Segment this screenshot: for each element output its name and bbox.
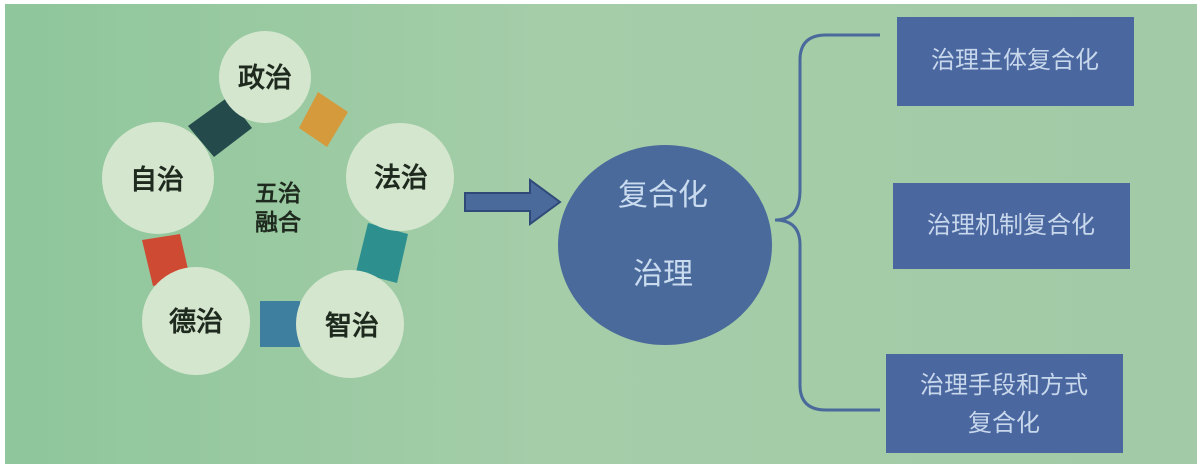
box-mechanism-label: 治理机制复合化: [927, 211, 1095, 239]
pentagon-labels: 政治 法治 智治 德治 自治: [130, 63, 428, 342]
ellipse-line-2: 治理: [633, 257, 693, 292]
arrow-shape: [464, 178, 562, 226]
link-zhizhi-dezhi: [260, 301, 300, 347]
box-means-label-1: 治理手段和方式: [920, 371, 1088, 399]
link-fazhi-zhizhi: [356, 223, 408, 283]
link-zhengzhi-fazhi: [299, 92, 348, 147]
node-fazhi-circle: [346, 123, 454, 231]
node-zhengzhi-circle: [219, 31, 311, 123]
box-means-rect: [886, 354, 1123, 453]
node-dezhi-circle: [142, 267, 250, 375]
brace-connector: [774, 33, 880, 412]
node-zizhi-label: 自治: [130, 164, 184, 196]
node-zhizhi-label: 智治: [325, 311, 379, 342]
ellipse-line-1: 复合化: [618, 178, 708, 213]
node-zizhi-circle: [102, 122, 214, 234]
box-subject-label: 治理主体复合化: [931, 46, 1099, 74]
box-means-label-2: 复合化: [968, 409, 1040, 437]
box-subject-rect: [897, 17, 1134, 106]
box-mechanism-rect: [893, 183, 1130, 269]
node-dezhi-label: 德治: [169, 307, 223, 338]
node-zhengzhi-label: 政治: [238, 63, 292, 94]
node-zhizhi-circle: [296, 270, 404, 378]
center-line-2: 融合: [255, 209, 302, 236]
center-line-1: 五治: [255, 180, 301, 207]
compound-governance-ellipse: [558, 145, 772, 345]
pentagon-nodes: [102, 31, 454, 378]
node-fazhi-label: 法治: [374, 163, 428, 194]
